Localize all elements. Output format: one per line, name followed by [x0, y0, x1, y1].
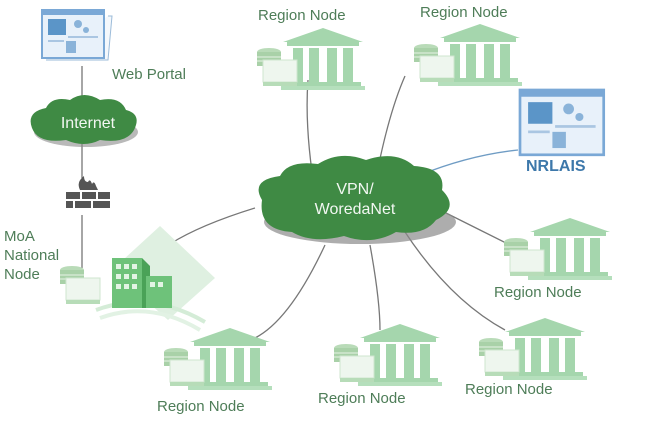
link-vpn-region-2	[377, 75, 406, 169]
region-node-icon	[413, 24, 522, 86]
region-node-icon	[163, 328, 272, 390]
web-portal-icon	[41, 9, 113, 61]
region-node-icon	[256, 28, 365, 90]
region-node-label: Region Node	[157, 398, 245, 415]
region-node-icon	[503, 218, 612, 280]
region-node-label: Region Node	[258, 7, 346, 24]
link-vpn-national	[169, 207, 256, 245]
vpn-cloud-icon	[258, 155, 456, 244]
firewall-icon	[66, 176, 110, 208]
vpn-label-line: WoredaNet	[314, 201, 396, 218]
region-node-icon	[333, 324, 442, 386]
national-node-label-line: National	[4, 247, 60, 264]
internet-label: Internet	[60, 115, 116, 132]
nrlais-label: NRLAIS	[526, 158, 586, 175]
link-vpn-region-1	[306, 79, 313, 173]
region-node-icon	[478, 318, 587, 380]
internet-cloud-icon	[30, 95, 138, 147]
region-node-label: Region Node	[318, 390, 406, 407]
region-node-label: Region Node	[465, 381, 553, 398]
link-vpn-region-4	[404, 231, 506, 331]
national-node-icon	[59, 226, 215, 332]
vpn-label-line: VPN/	[336, 181, 374, 198]
web-portal-label: Web Portal	[112, 66, 186, 83]
region-node-label: Region Node	[420, 4, 508, 21]
vpn-label: VPN/ WoredaNet	[300, 180, 410, 220]
link-vpn-region-6	[254, 244, 326, 339]
national-node-label-line: Node	[4, 266, 40, 283]
national-node-label: MoA National Node	[4, 227, 59, 284]
national-node-label-line: MoA	[4, 228, 35, 245]
link-vpn-nrlais	[419, 149, 519, 176]
nrlais-application-icon	[518, 88, 606, 157]
link-vpn-region-5	[369, 244, 381, 331]
region-node-label: Region Node	[494, 284, 582, 301]
